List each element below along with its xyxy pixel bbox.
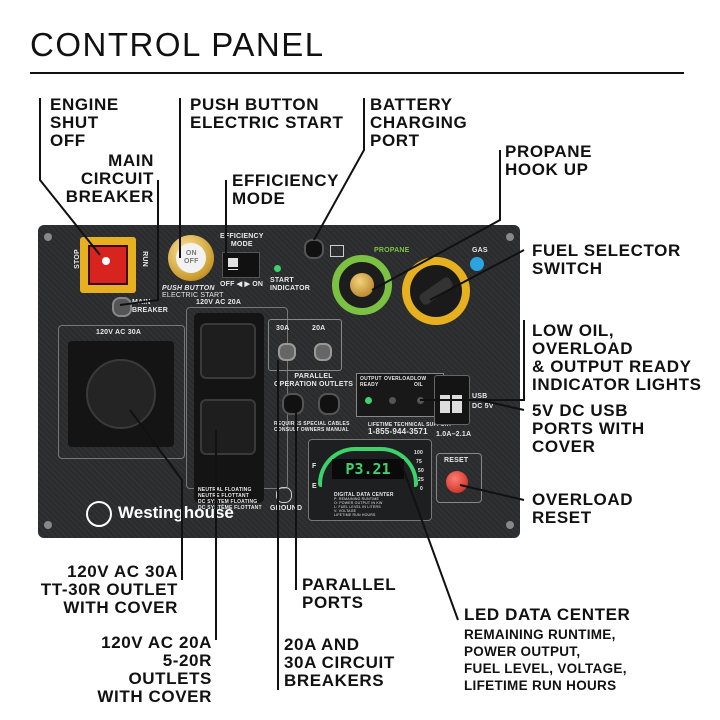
main-breaker-text: MAIN BREAKER [132,299,169,314]
breaker-30a-button[interactable] [278,343,296,361]
label-overload-reset: OVERLOAD RESET [532,490,634,527]
usb-port-left[interactable] [440,395,450,413]
ddc-title: DIGITAL DATA CENTER [334,492,394,498]
parallel-port-left[interactable] [282,393,304,415]
usb-text: USB [472,393,488,400]
neutral-text: NEUTRAL FLOATING NEUTRE FLOTTANT DC SYST… [198,487,262,511]
engine-stop-switch[interactable] [88,245,128,285]
rocker-icon [228,258,238,270]
ac20-text: 120V AC 20A [196,299,242,306]
reset-text: RESET [444,457,469,464]
on-off-text: ON OFF [184,250,199,265]
scale-100: 100 [414,450,423,456]
output-ready-text: OUTPUT READY [360,376,382,388]
stop-text: STOP [73,249,81,269]
usb-rating-text: 1.0A–2.1A [436,431,472,438]
label-led-data-center-detail: REMAINING RUNTIME, POWER OUTPUT, FUEL LE… [464,627,627,693]
label-main-circuit-breaker: MAIN CIRCUIT BREAKER [65,151,154,206]
outlet-30a-socket[interactable] [86,359,156,429]
push-button-start[interactable] [176,243,206,273]
label-usb-ports: 5V DC USB PORTS WITH COVER [532,401,645,456]
breaker-20a-text: 20A [312,325,326,332]
cables-text: REQUIRES SPECIAL CABLES CONSULT OWNERS M… [274,421,350,433]
parallel-port-right[interactable] [318,393,340,415]
overload-reset-button[interactable] [446,471,468,493]
westinghouse-logo-icon [86,501,112,527]
ddc-lines: P: REMAINING RUNTIME O: POWER OUTPUT IN … [334,497,383,517]
overload-led [389,397,396,404]
fuel-full-text: F [312,463,317,470]
label-push-button-electric-start: PUSH BUTTON ELECTRIC START [190,95,344,132]
outlet-20a-bottom[interactable] [200,399,256,455]
led-display: P3.21 [332,459,404,479]
label-battery-charging-port: BATTERY CHARGING PORT [370,95,468,150]
page-title: CONTROL PANEL [30,26,325,63]
label-circuit-breakers: 20A AND 30A CIRCUIT BREAKERS [284,635,395,690]
ground-terminal[interactable] [276,487,292,503]
breaker-30a-text: 30A [276,325,290,332]
screw-icon [44,233,52,241]
low-oil-text: LOW OIL [414,376,427,388]
usb-port-right[interactable] [452,395,462,413]
outlet-20a-top[interactable] [200,323,256,379]
ground-text: GROUND [270,505,303,512]
scale-25: 25 [418,477,424,483]
breaker-20a-button[interactable] [314,343,332,361]
electric-start-text: ELECTRIC START [162,292,224,299]
power-dot-icon [102,257,110,265]
label-indicator-lights: LOW OIL, OVERLOAD & OUTPUT READY INDICAT… [532,321,702,394]
label-efficiency-mode: EFFICIENCY MODE [232,171,340,208]
gas-pump-icon [470,257,484,271]
label-parallel-ports: PARALLEL PORTS [302,575,397,612]
label-propane-hook-up: PROPANE HOOK UP [505,142,593,179]
gas-text: GAS [472,247,488,254]
screw-icon [506,521,514,529]
ac30-text: 120V AC 30A [96,329,142,336]
off-on-text: OFF ◀ ▶ ON [220,281,264,288]
screw-icon [506,233,514,241]
start-indicator-led [274,265,281,272]
scale-0: 0 [420,486,423,492]
label-engine-shut-off: ENGINE SHUT OFF [50,95,119,150]
screw-icon [44,521,52,529]
scale-50: 50 [418,468,424,474]
label-30a-outlet: 120V AC 30A TT-30R OUTLET WITH COVER [40,562,178,617]
parallel-outlets-text: PARALLEL OPERATION OUTLETS [274,373,354,388]
phone-text: 1-855-944-3571 [368,427,428,436]
label-led-data-center: LED DATA CENTER [464,605,631,624]
fuel-empty-text: E [312,483,317,490]
propane-hook-up[interactable] [350,273,374,297]
start-indicator-text: START INDICATOR [270,277,311,292]
label-fuel-selector-switch: FUEL SELECTOR SWITCH [532,241,681,278]
battery-charging-port[interactable] [304,239,324,259]
control-panel: STOP RUN ON OFF PUSH BUTTON ELECTRIC STA… [38,225,520,538]
scale-75: 75 [416,459,422,465]
battery-icon [330,245,344,257]
outlet-30a-frame [58,325,185,459]
title-rule [30,72,684,74]
propane-text: PROPANE [374,247,410,254]
overload-text: OVERLOAD [384,376,414,382]
label-20a-outlets: 120V AC 20A 5-20R OUTLETS WITH COVER [97,633,212,706]
run-text: RUN [140,251,148,267]
dc5v-text: DC 5V [472,403,494,410]
output-ready-led [365,397,372,404]
brand-text: Westinghouse [118,503,234,522]
main-breaker-button[interactable] [112,297,132,317]
push-button-text: PUSH BUTTON [162,285,215,292]
breaker-frame [268,319,342,371]
support-text: LIFETIME TECHNICAL SUPPORT [368,422,452,428]
low-oil-led [417,397,424,404]
efficiency-mode-text: EFFICIENCY MODE [220,233,264,248]
